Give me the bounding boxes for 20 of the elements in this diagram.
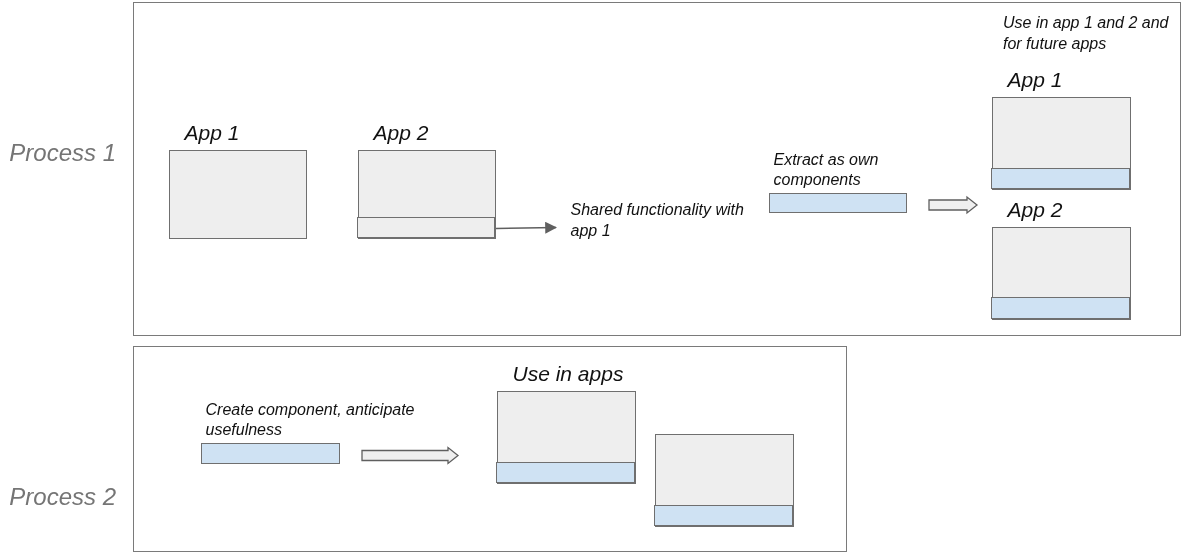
component-bar bbox=[991, 297, 1130, 319]
app-heading: App 2 bbox=[373, 120, 429, 145]
app-heading: App 1 bbox=[184, 120, 240, 145]
app-heading: Use in apps bbox=[512, 361, 624, 386]
process-heading: Process 2 bbox=[9, 483, 116, 511]
note-text: Shared functionality with app 1 bbox=[555, 198, 746, 245]
block-arrow bbox=[361, 446, 460, 465]
block-arrow bbox=[928, 195, 979, 215]
app-window bbox=[654, 433, 794, 527]
note-text: Use in app 1 and 2 and for future apps bbox=[1003, 13, 1170, 54]
process-heading: Process 1 bbox=[9, 139, 116, 167]
component-caption: Create component, anticipate usefulness bbox=[205, 399, 416, 440]
arrow bbox=[495, 221, 558, 234]
app-heading: App 1 bbox=[1007, 67, 1063, 92]
shared-strip bbox=[357, 217, 495, 238]
component-bar bbox=[496, 462, 635, 483]
component-bar bbox=[654, 505, 793, 526]
component-bar bbox=[991, 168, 1130, 189]
component-caption: Extract as own components bbox=[773, 149, 880, 190]
app-heading: App 2 bbox=[1007, 197, 1063, 222]
